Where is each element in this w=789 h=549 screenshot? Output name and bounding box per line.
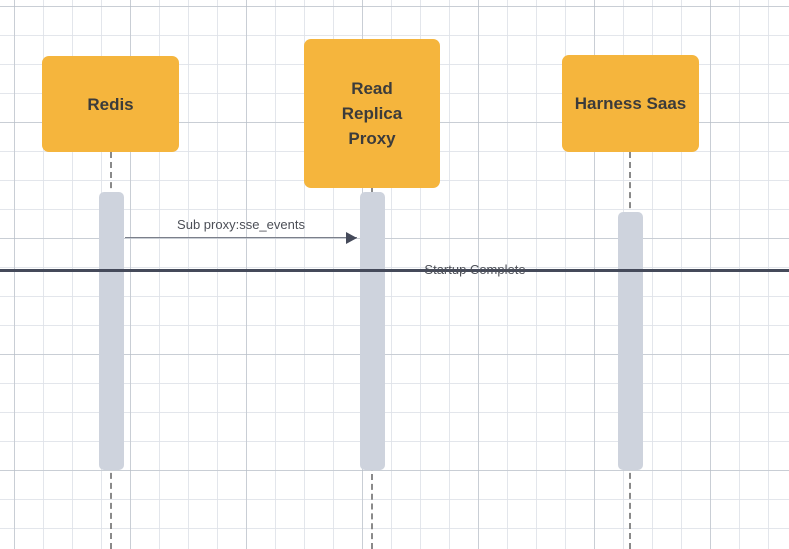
participant-box-read-replica-proxy[interactable]: Read Replica Proxy [304,39,440,188]
participant-label-redis: Redis [87,94,134,114]
arrowhead-icon [346,231,357,244]
participant-label-harness-saas: Harness Saas [574,94,687,113]
participant-label-read-replica-proxy: Read Replica Proxy [341,79,403,148]
participant-box-redis[interactable]: Redis [42,56,179,152]
divider-startup-complete-line [0,269,789,272]
message-label-sub-proxy-sse-events: Sub proxy:sse_events [177,217,305,232]
message-line [125,237,357,238]
activation-bar-harness-saas[interactable] [618,212,643,470]
divider-startup-complete-label: Startup Complete [424,262,526,277]
activation-bar-redis[interactable] [99,192,124,470]
activation-bar-read-replica-proxy[interactable] [360,192,385,470]
participant-box-harness-saas[interactable]: Harness Saas [562,55,699,152]
